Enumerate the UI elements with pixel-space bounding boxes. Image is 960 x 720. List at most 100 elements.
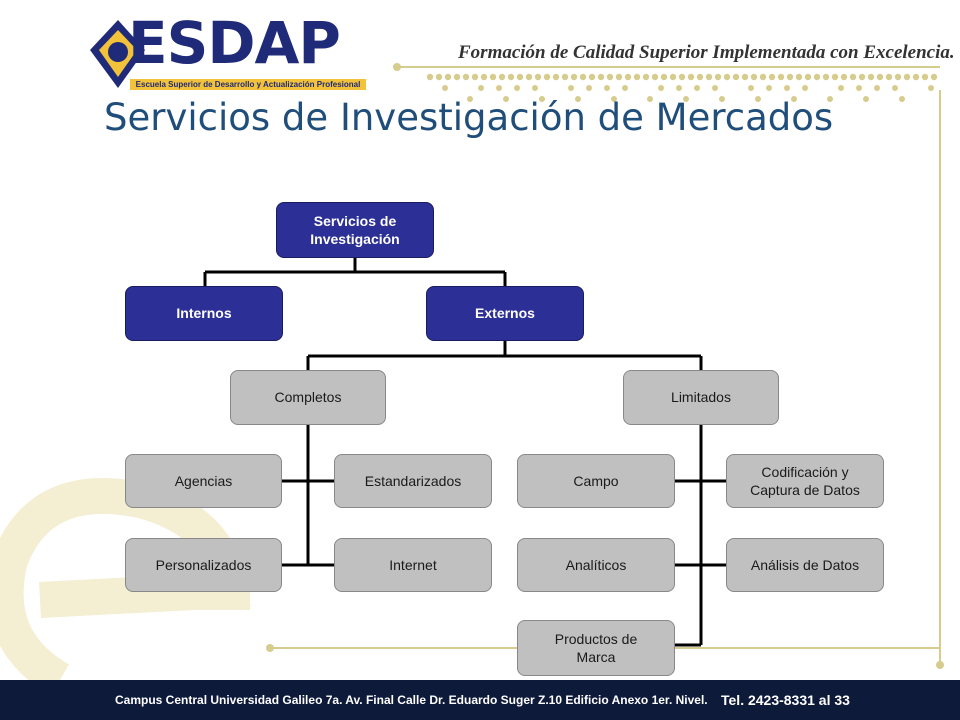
decor-dot [568,85,574,91]
decor-dot [462,73,470,81]
decor-dot [786,73,794,81]
decor-dot [480,73,488,81]
e-watermark-bar [140,590,250,610]
node-estandarizados: Estandarizados [334,454,492,508]
node-externos: Externos [426,286,584,341]
decor-dot [894,73,902,81]
decor-dot [755,96,761,102]
decor-dot [899,96,905,102]
page-title: Servicios de Investigación de Mercados [104,96,834,139]
decor-dot [543,73,551,81]
decor-dot [874,85,880,91]
decor-dot [705,73,713,81]
decor-dot [478,85,484,91]
decor-dot [784,85,790,91]
decor-dot [611,96,617,102]
decor-dot [588,73,596,81]
header-tagline: Formación de Calidad Superior Implementa… [458,42,955,63]
decor-dot [534,73,542,81]
decor-dot [856,85,862,91]
decor-dot [766,85,772,91]
logo-text: ESDAP [128,9,341,77]
decor-dot [489,73,497,81]
decor-dot [586,85,592,91]
decor-dot [802,85,808,91]
decor-dot [683,96,689,102]
decor-dot [532,85,538,91]
logo-emblem [90,20,145,88]
decor-dot [552,73,560,81]
decor-dot [696,73,704,81]
decor-dot [514,85,520,91]
decor-dot [678,73,686,81]
decor-dot [822,73,830,81]
decor-dot [892,85,898,91]
decor-dot [732,73,740,81]
decor-dot [516,73,524,81]
decor-dot [658,85,664,91]
decor-dot [876,73,884,81]
node-servicios-investigacion: Servicios de Investigación [276,202,434,258]
logo-subtitle: Escuela Superior de Desarrollo y Actuali… [130,79,366,90]
decor-dot [750,73,758,81]
decor-dot [496,85,502,91]
decor-dot [503,96,509,102]
decor-dot [597,73,605,81]
decor-dot [831,73,839,81]
decor-dot [858,73,866,81]
decor-dot [624,73,632,81]
decor-dot [579,73,587,81]
decor-dot [777,73,785,81]
decor-dot [606,73,614,81]
dot-pattern [393,63,938,102]
decor-dot [633,73,641,81]
e-watermark [0,478,251,696]
decor-dot [885,73,893,81]
footer-phone: Tel. 2423-8331 al 33 [721,692,850,708]
node-agencias: Agencias [125,454,282,508]
decor-dot [676,85,682,91]
decor-dot [723,73,731,81]
decor-dot [467,96,473,102]
decor-dot [435,73,443,81]
decor-dot [921,73,929,81]
decor-dot [804,73,812,81]
decor-dot [759,73,767,81]
frame-dot [936,661,944,669]
decor-dot [660,73,668,81]
decor-dot [714,73,722,81]
footer-bar [0,680,960,720]
decor-dot [539,96,545,102]
decor-dot [426,73,434,81]
decor-dot [525,73,533,81]
decor-dot [669,73,677,81]
decor-dot [393,63,401,71]
decor-dot [838,85,844,91]
node-codificacion: Codificación y Captura de Datos [726,454,884,508]
decor-dot [498,73,506,81]
node-internos: Internos [125,286,283,341]
node-limitados: Limitados [623,370,779,425]
node-analisis-datos: Análisis de Datos [726,538,884,592]
decor-dot [575,96,581,102]
decor-dot [471,73,479,81]
decor-dot [719,96,725,102]
node-completos: Completos [230,370,386,425]
decor-dot [561,73,569,81]
decor-dot [604,85,610,91]
node-productos-marca: Productos de Marca [517,620,675,676]
decor-dot [928,85,934,91]
node-campo: Campo [517,454,675,508]
decor-dot [687,73,695,81]
decor-dot [748,85,754,91]
node-internet: Internet [334,538,492,592]
decor-dot [444,73,452,81]
decor-dot [622,85,628,91]
frame-dot-2 [266,644,274,652]
decor-dot [453,73,461,81]
decor-dot [903,73,911,81]
decor-dot [840,73,848,81]
decor-dot [741,73,749,81]
footer-address: Campus Central Universidad Galileo 7a. A… [115,693,708,707]
